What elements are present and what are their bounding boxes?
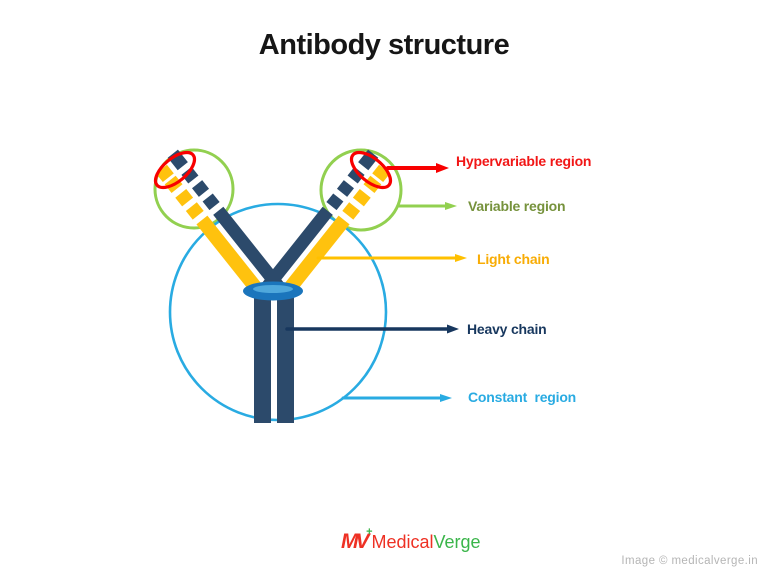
heavy-chain-segment — [336, 180, 354, 197]
light-chain-label: Light chain — [477, 251, 550, 267]
heavy-chain-segment — [192, 180, 210, 197]
light-chain-bar — [196, 215, 270, 303]
hinge-highlight — [253, 285, 293, 293]
heavy-chain-label: Heavy chain — [467, 321, 547, 337]
variable-arrowhead-icon — [445, 202, 457, 210]
light-chain-segment — [185, 202, 204, 220]
heavy-chain-bar — [213, 206, 284, 291]
light-chain-segment — [175, 188, 194, 207]
variable-region-label: Variable region — [468, 198, 566, 214]
logo-plus-icon: + — [366, 526, 373, 538]
heavy-chain-tip — [358, 149, 379, 171]
medicalverge-logo: MV + Medical Verge — [341, 526, 481, 556]
heavy-chain-arrowhead-icon — [447, 324, 459, 334]
hypervariable-ellipse-left — [153, 150, 197, 190]
heavy-chain-tip — [167, 149, 188, 171]
image-credit: Image © medicalverge.in — [621, 555, 758, 567]
logo-word-verge: Verge — [433, 531, 481, 552]
heavy-chain-segment — [326, 193, 344, 211]
heavy-chain-segment — [181, 166, 199, 184]
heavy-chain-stem-left — [254, 295, 271, 423]
variable-region-circle-left — [153, 148, 235, 230]
hypervariable-ellipse-right — [349, 150, 393, 190]
heavy-chain-segment — [347, 166, 365, 184]
page-title: Antibody structure — [258, 29, 510, 61]
light-chain-segment — [352, 188, 371, 207]
antibody-right-arm — [262, 149, 391, 303]
light-chain-arrowhead-icon — [455, 254, 467, 262]
heavy-chain-stem-right — [277, 295, 294, 423]
hypervariable-region-label: Hypervariable region — [456, 153, 592, 169]
light-chain-tip — [155, 164, 174, 183]
constant-region-label: Constant region — [468, 389, 577, 405]
variable-region-circle-right — [319, 148, 403, 232]
light-chain-segment — [342, 202, 361, 220]
light-chain-tip — [372, 164, 391, 183]
heavy-chain-bar — [262, 206, 333, 291]
heavy-chain-segment — [202, 193, 220, 211]
hypervariable-arrowhead-icon — [436, 163, 449, 173]
light-chain-bar — [276, 215, 350, 303]
antibody-left-arm — [155, 149, 284, 303]
logo-word-medical: Medical — [371, 531, 434, 552]
medicalverge-logo-mark-icon: MV + — [341, 526, 373, 553]
constant-region-arrowhead-icon — [440, 394, 452, 402]
